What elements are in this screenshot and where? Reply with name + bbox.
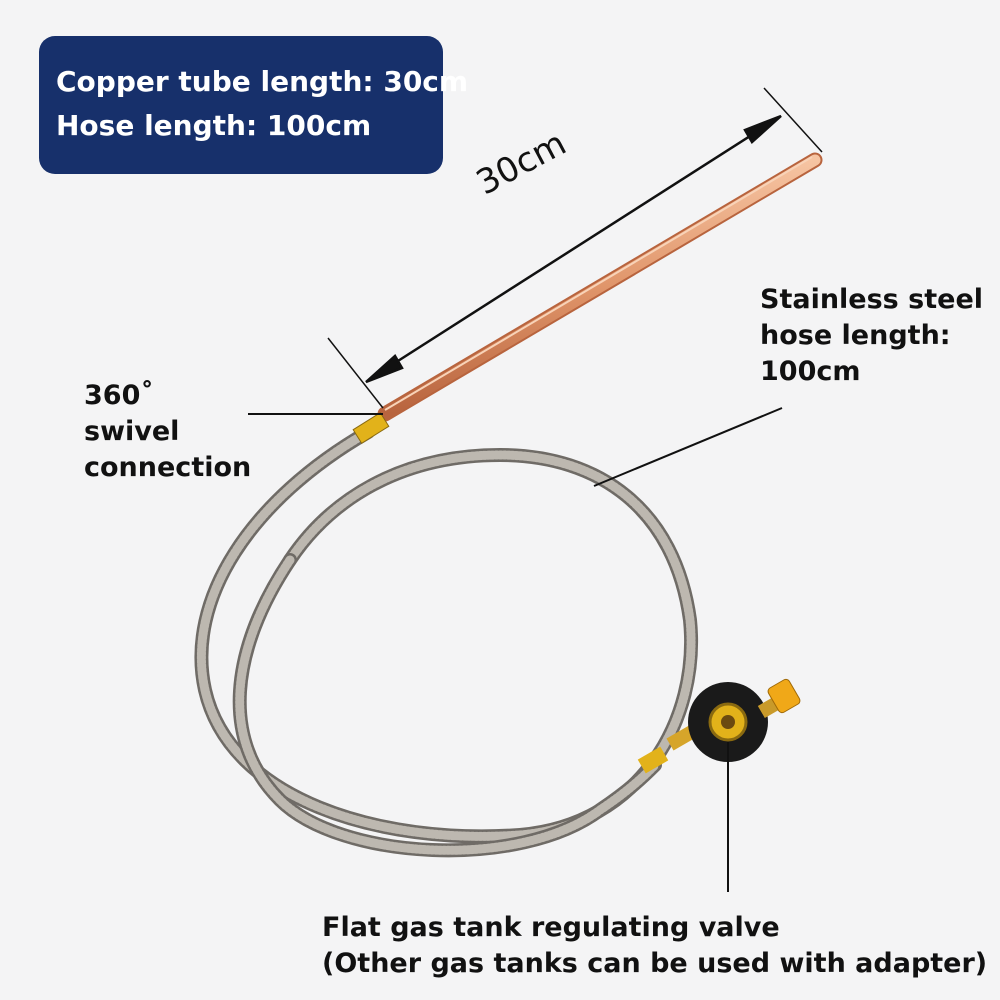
hose-length-text: Hose length: 100cm bbox=[56, 109, 372, 142]
swivel-callout-line: 360˚ bbox=[84, 380, 154, 411]
swivel-callout-line: swivel bbox=[84, 416, 180, 447]
hose-callout-line: 100cm bbox=[760, 356, 861, 387]
swivel-callout: 360˚ swivel connection bbox=[84, 378, 251, 486]
valve-callout: Flat gas tank regulating valve (Other ga… bbox=[322, 910, 987, 982]
leader-lines bbox=[248, 407, 783, 892]
info-box: Copper tube length: 30cm Hose length: 10… bbox=[39, 36, 469, 174]
valve-callout-line: Flat gas tank regulating valve bbox=[322, 912, 780, 943]
dimension-arrow bbox=[327, 87, 823, 409]
swivel-callout-line: connection bbox=[84, 452, 252, 483]
stainless-hose bbox=[194, 425, 698, 858]
copper-tube-length-text: Copper tube length: 30cm bbox=[56, 65, 469, 98]
hose-callout-line: hose length: bbox=[760, 320, 951, 351]
hose-callout-line: Stainless steel bbox=[760, 284, 984, 315]
regulator-valve bbox=[637, 678, 801, 774]
swivel-fitting bbox=[352, 412, 390, 444]
copper-tube bbox=[377, 152, 823, 422]
hose-callout: Stainless steel hose length: 100cm bbox=[760, 282, 983, 390]
valve-callout-line: (Other gas tanks can be used with adapte… bbox=[322, 948, 988, 979]
